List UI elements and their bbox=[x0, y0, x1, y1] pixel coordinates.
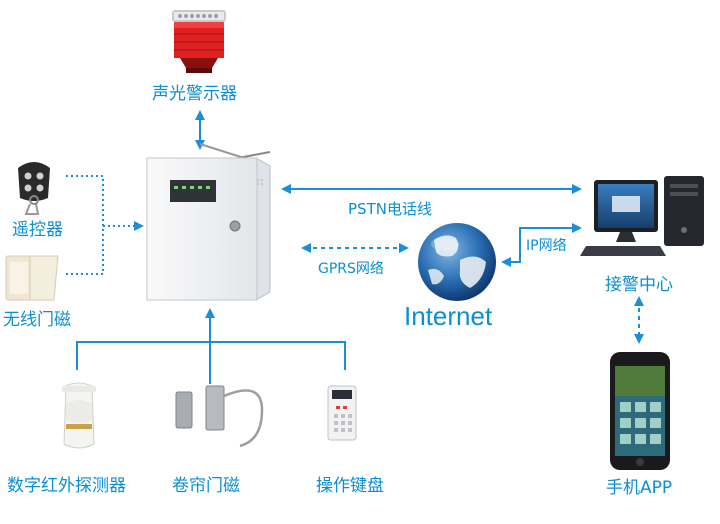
siren-label: 声光警示器 bbox=[152, 84, 237, 104]
internet-globe-icon bbox=[418, 223, 496, 301]
computer-icon bbox=[580, 176, 704, 256]
ip-link-arrow bbox=[501, 223, 582, 267]
mobile-app-label: 手机APP bbox=[606, 478, 673, 498]
alarm-panel-icon bbox=[146, 143, 271, 301]
keypad-icon bbox=[327, 385, 357, 441]
internet-label: Internet bbox=[404, 301, 493, 331]
infrared-label: 数字红外探测器 bbox=[7, 476, 126, 496]
remote-link-dotted bbox=[66, 175, 104, 226]
connection-lines bbox=[66, 110, 644, 384]
shutter-door-label: 卷帘门磁 bbox=[172, 476, 240, 496]
ip-label: IP网络 bbox=[526, 238, 567, 254]
gprs-label: GPRS网络 bbox=[318, 261, 384, 277]
alarm-center-label: 接警中心 bbox=[605, 275, 673, 295]
remote-control-icon bbox=[18, 162, 50, 215]
pstn-label: PSTN电话线 bbox=[348, 200, 432, 218]
wireless-door-sensor-icon bbox=[5, 255, 59, 301]
remote-label: 遥控器 bbox=[12, 220, 63, 240]
shutter-door-sensor-icon bbox=[175, 385, 264, 448]
smartphone-icon bbox=[610, 352, 670, 470]
keypad-label: 操作键盘 bbox=[316, 476, 384, 496]
wireless-door-label: 无线门磁 bbox=[3, 310, 71, 330]
siren-icon bbox=[172, 10, 226, 73]
door-link-dotted bbox=[66, 226, 104, 275]
infrared-detector-icon bbox=[62, 382, 96, 449]
